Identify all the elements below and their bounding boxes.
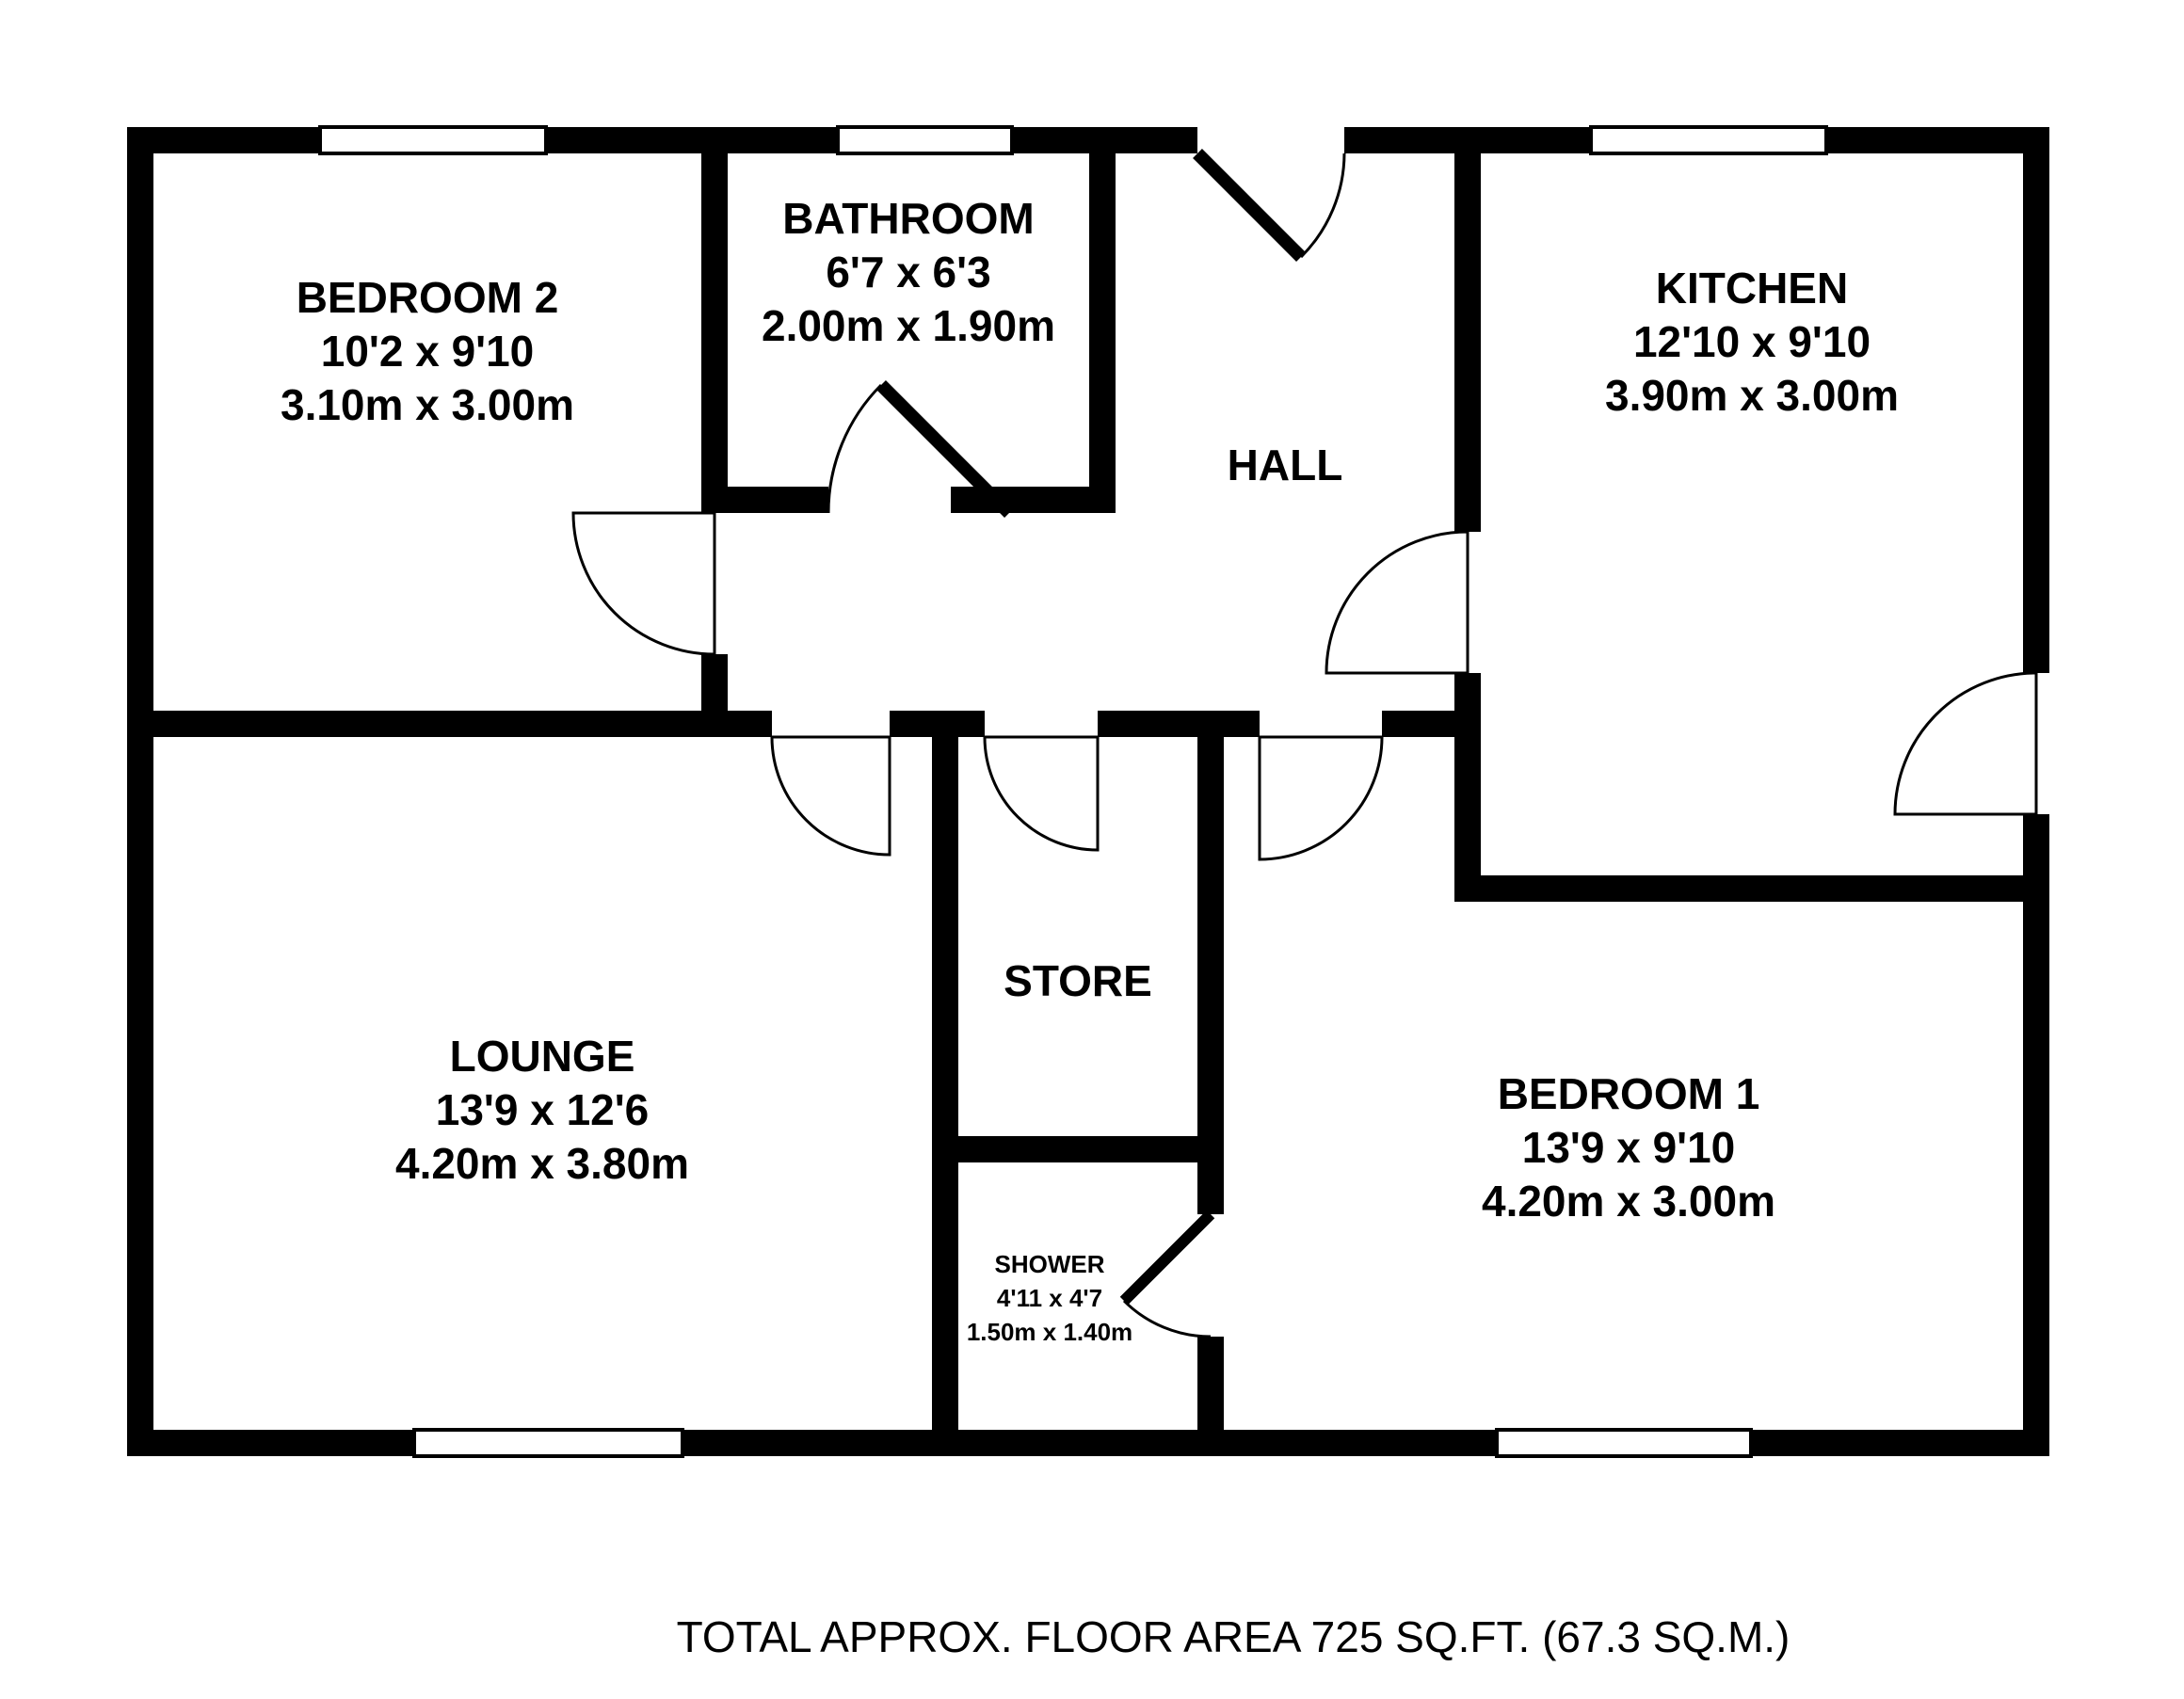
- total-floor-area-text: TOTAL APPROX. FLOOR AREA 725 SQ.FT. (67.…: [677, 1612, 1791, 1661]
- bathroom-imperial: 6'7 x 6'3: [826, 248, 990, 297]
- window-bedroom2: [318, 125, 548, 155]
- bedroom1-door-arc: [1258, 735, 1384, 861]
- window-bathroom: [836, 125, 1014, 155]
- bedroom2-name: BEDROOM 2: [297, 273, 559, 322]
- wall-central-1: [127, 711, 772, 737]
- bedroom1-imperial: 13'9 x 9'10: [1522, 1123, 1736, 1172]
- kitchen-door-arc: [1325, 530, 1469, 675]
- bathroom-name: BATHROOM: [782, 194, 1034, 243]
- room-label-lounge: LOUNGE 13'9 x 12'6 4.20m x 3.80m: [395, 1032, 689, 1188]
- shower-door-leaf: [1119, 1210, 1215, 1306]
- wall-central-3: [1098, 711, 1260, 737]
- wall-store-right-lower: [1197, 1337, 1224, 1456]
- wall-store-bottom: [932, 1136, 1224, 1162]
- bedroom2-door-arc: [571, 511, 716, 656]
- room-label-bedroom2: BEDROOM 2 10'2 x 9'10 3.10m x 3.00m: [281, 273, 574, 429]
- wall-bathroom-right: [1089, 127, 1116, 513]
- wall-store-left: [932, 737, 958, 1456]
- wall-kitchen-left-upper: [1454, 127, 1481, 532]
- wall-top-left: [127, 127, 1197, 153]
- entrance-door-arc: [1299, 152, 1346, 259]
- room-label-shower: SHOWER 4'11 x 4'7 1.50m x 1.40m: [967, 1250, 1132, 1346]
- bathroom-metric: 2.00m x 1.90m: [762, 301, 1055, 350]
- wall-kitchen-left-lower: [1454, 673, 1481, 902]
- hall-name: HALL: [1228, 441, 1343, 489]
- room-label-store: STORE: [1004, 956, 1152, 1005]
- store-door-arc: [983, 735, 1100, 852]
- wall-right-lower: [2023, 814, 2049, 1456]
- room-label-kitchen: KITCHEN 12'10 x 9'10 3.90m x 3.00m: [1605, 264, 1899, 420]
- shower-metric: 1.50m x 1.40m: [967, 1318, 1132, 1346]
- lounge-imperial: 13'9 x 12'6: [436, 1085, 650, 1134]
- lounge-name: LOUNGE: [450, 1032, 635, 1081]
- window-bedroom1: [1495, 1428, 1753, 1458]
- bathroom-door-arc: [827, 383, 883, 514]
- windows: [318, 125, 1828, 1458]
- lounge-door-arc: [770, 735, 891, 857]
- wall-kitchen-bottom: [1454, 875, 2049, 902]
- shower-name: SHOWER: [995, 1250, 1105, 1278]
- shower-imperial: 4'11 x 4'7: [997, 1284, 1102, 1312]
- kitchen-name: KITCHEN: [1656, 264, 1848, 313]
- room-label-bedroom1: BEDROOM 1 13'9 x 9'10 4.20m x 3.00m: [1482, 1069, 1775, 1226]
- window-lounge: [412, 1428, 684, 1458]
- wall-left: [127, 127, 153, 1456]
- rear-exterior-door-arc: [1893, 671, 2038, 816]
- wall-right-upper: [2023, 127, 2049, 673]
- lounge-metric: 4.20m x 3.80m: [395, 1139, 689, 1188]
- entrance-door-leaf: [1193, 149, 1306, 262]
- shower-door-arc: [1122, 1299, 1212, 1338]
- bedroom2-imperial: 10'2 x 9'10: [321, 327, 535, 376]
- window-kitchen: [1589, 125, 1828, 155]
- store-name: STORE: [1004, 956, 1152, 1005]
- wall-central-2: [890, 711, 985, 737]
- wall-bathroom-bottom-right: [951, 487, 1116, 513]
- bedroom1-metric: 4.20m x 3.00m: [1482, 1177, 1775, 1226]
- kitchen-imperial: 12'10 x 9'10: [1633, 317, 1871, 366]
- doors: [571, 149, 2038, 1338]
- kitchen-metric: 3.90m x 3.00m: [1605, 371, 1899, 420]
- bathroom-door-leaf: [876, 380, 1014, 518]
- wall-bathroom-bottom-left: [701, 487, 828, 513]
- room-label-bathroom: BATHROOM 6'7 x 6'3 2.00m x 1.90m: [762, 194, 1055, 350]
- bedroom2-metric: 3.10m x 3.00m: [281, 380, 574, 429]
- room-label-hall: HALL: [1228, 441, 1343, 489]
- wall-store-right-upper: [1197, 737, 1224, 1214]
- bedroom1-name: BEDROOM 1: [1498, 1069, 1760, 1118]
- walls: [127, 127, 2049, 1456]
- wall-bathroom-left: [701, 127, 728, 513]
